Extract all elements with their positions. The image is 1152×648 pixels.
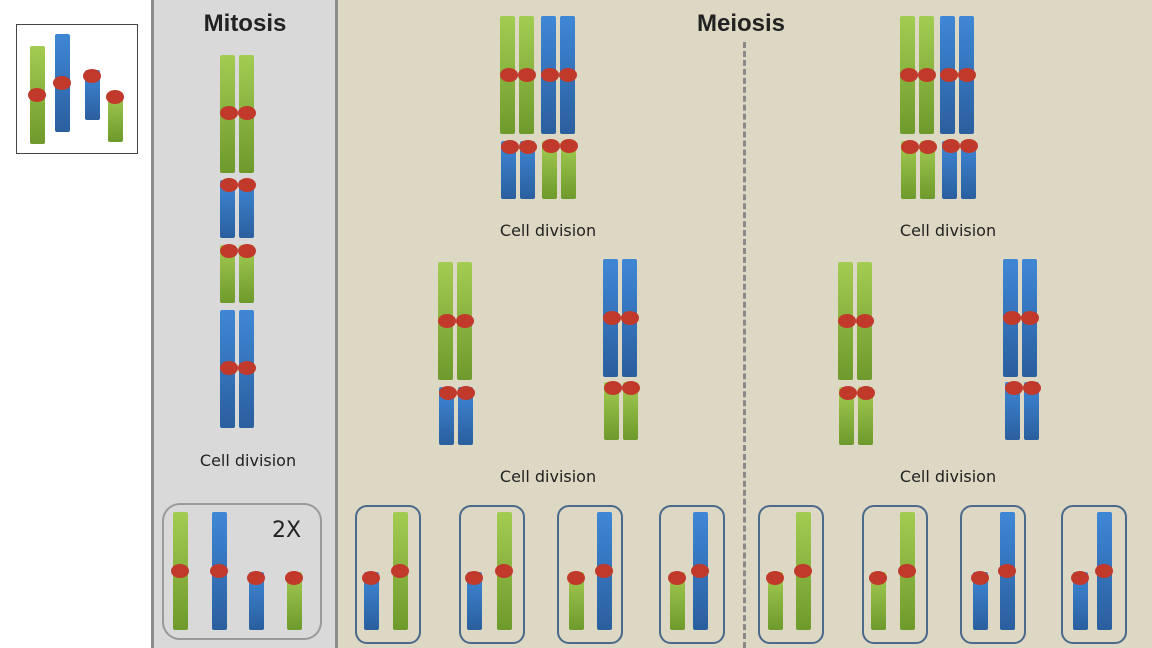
meiosis-b-division1-label: Cell division bbox=[899, 221, 997, 240]
gamete-cell bbox=[355, 505, 421, 644]
mitosis-cell-division-label: Cell division bbox=[199, 451, 297, 470]
divider-right bbox=[335, 0, 338, 648]
gamete-cell bbox=[862, 505, 928, 644]
gamete-cell bbox=[1061, 505, 1127, 644]
meiosis-dashed-divider bbox=[743, 42, 746, 648]
gamete-cell bbox=[758, 505, 824, 644]
meiosis-a-division2-label: Cell division bbox=[499, 467, 597, 486]
gamete-cell bbox=[459, 505, 525, 644]
meiosis-a-division1-label: Cell division bbox=[499, 221, 597, 240]
mitosis-daughter-cell bbox=[162, 503, 322, 640]
gamete-cell bbox=[557, 505, 623, 644]
legend-box bbox=[16, 24, 138, 154]
gamete-cell bbox=[960, 505, 1026, 644]
gamete-cell bbox=[659, 505, 725, 644]
copies-label: 2X bbox=[272, 518, 302, 543]
divider-left bbox=[151, 0, 154, 648]
mitosis-title: Mitosis bbox=[203, 10, 287, 37]
meiosis-b-division2-label: Cell division bbox=[899, 467, 997, 486]
meiosis-title: Meiosis bbox=[696, 10, 786, 37]
